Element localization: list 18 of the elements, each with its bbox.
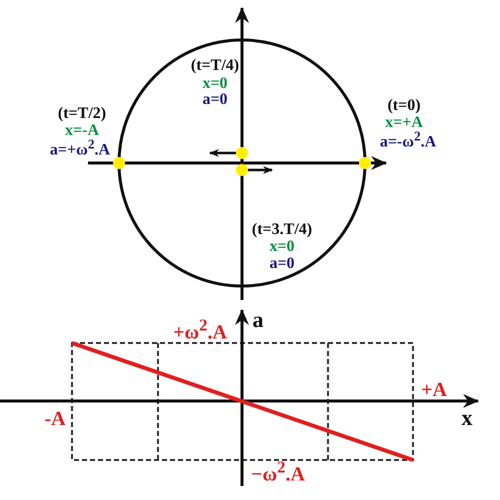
position-value: x=+A — [385, 115, 423, 131]
tick-label: -A — [44, 409, 66, 429]
time-label: (t=3.T/4) — [252, 222, 312, 238]
axis-label: x — [462, 407, 472, 429]
position-value: x=0 — [269, 239, 295, 255]
acceleration-value: a=-ω$^{2}$.A — [380, 129, 436, 151]
time-label: (t=T/4) — [190, 58, 240, 74]
acceleration-value: a=0 — [202, 92, 228, 108]
position-value: x=-A — [65, 123, 99, 139]
acceleration-value: a=0 — [269, 256, 295, 272]
tick-label: +ω$^{2}$.A — [173, 318, 227, 342]
tick-label: +A — [421, 380, 447, 400]
time-label: (t=T/2) — [58, 106, 106, 122]
tick-label: −ω$^{2}$.A — [251, 460, 305, 484]
axis-label: a — [252, 309, 264, 331]
acceleration-value: a=+ω$^{2}$.A — [50, 137, 110, 159]
time-label: (t=0) — [387, 98, 421, 114]
position-value: x=0 — [202, 76, 228, 92]
